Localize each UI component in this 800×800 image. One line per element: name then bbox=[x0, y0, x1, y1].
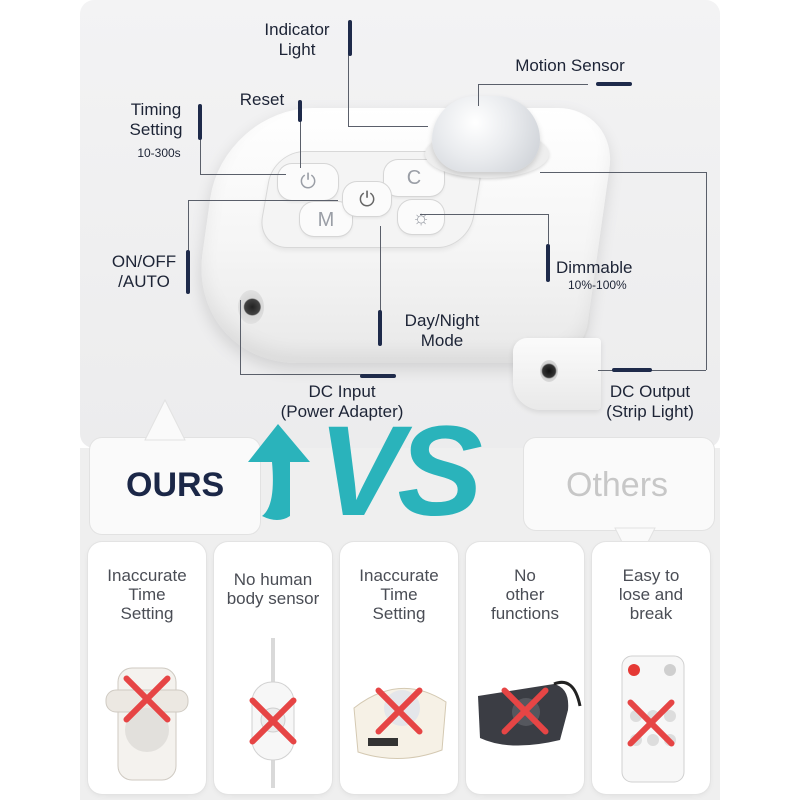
power-key: ⏻ bbox=[343, 182, 391, 216]
leader-dimmable-v bbox=[548, 214, 549, 244]
card-caption: Inaccurate Time Setting bbox=[107, 566, 187, 623]
leader-indicator bbox=[348, 30, 349, 126]
cross-icon bbox=[496, 682, 554, 740]
cross-icon bbox=[244, 692, 302, 750]
leader-dcout-v bbox=[706, 172, 707, 370]
tick-reset bbox=[298, 100, 302, 122]
label-day-night-mode: Day/Night Mode bbox=[404, 311, 480, 350]
leader-timing-h bbox=[200, 174, 286, 175]
ours-bubble bbox=[90, 438, 260, 534]
label-reset: Reset bbox=[239, 90, 285, 109]
label-motion-sensor: Motion Sensor bbox=[515, 56, 625, 75]
leader-motion-v bbox=[478, 84, 479, 106]
label-timing-range: 10-300s bbox=[137, 146, 181, 160]
dc-input-jack bbox=[238, 290, 264, 324]
vs-text: VS bbox=[318, 400, 483, 543]
leader-dcout bbox=[540, 172, 706, 173]
leader-daynight bbox=[380, 226, 381, 312]
compare-card: Easy to lose and break bbox=[592, 542, 710, 794]
leader-dcout-h bbox=[598, 370, 706, 371]
leader-onoff bbox=[188, 200, 189, 292]
card-caption: No human body sensor bbox=[226, 570, 320, 608]
compare-card: Inaccurate Time Setting bbox=[88, 542, 206, 794]
leader-reset bbox=[300, 108, 301, 168]
others-label: Others bbox=[566, 466, 669, 504]
label-indicator-light: Indicator Light bbox=[264, 20, 330, 59]
tick-dcin bbox=[360, 374, 396, 378]
up-arrow-icon bbox=[248, 424, 310, 520]
others-bubble bbox=[524, 438, 714, 530]
tick-motion bbox=[596, 82, 632, 86]
tick-dcout bbox=[612, 368, 652, 372]
leader-dimmable bbox=[420, 214, 548, 215]
cross-icon bbox=[622, 694, 680, 752]
leader-timing bbox=[200, 110, 201, 174]
tick-indicator bbox=[348, 20, 352, 56]
cross-icon bbox=[118, 670, 176, 728]
card-caption: No other functions bbox=[490, 566, 560, 623]
ours-bubble-tail bbox=[144, 398, 186, 441]
motion-sensor-dome bbox=[432, 96, 540, 172]
tick-dimmable bbox=[546, 244, 550, 282]
tick-timing bbox=[198, 104, 202, 140]
ours-label: OURS bbox=[126, 466, 225, 504]
label-dimmable-range: 10%-100% bbox=[568, 278, 627, 292]
label-timing-setting: Timing Setting bbox=[129, 100, 183, 139]
dc-output-jack bbox=[540, 360, 558, 382]
label-on-off-auto: ON/OFF /AUTO bbox=[111, 252, 177, 291]
leader-onoff-h bbox=[188, 200, 338, 201]
label-dc-input: DC Input (Power Adapter) bbox=[280, 382, 404, 421]
compare-card: Inaccurate Time Setting bbox=[340, 542, 458, 794]
label-dimmable: Dimmable bbox=[556, 258, 633, 277]
card-caption: Easy to lose and break bbox=[618, 566, 684, 623]
card-caption: Inaccurate Time Setting bbox=[359, 566, 439, 623]
compare-card: No other functions bbox=[466, 542, 584, 794]
leader-dcin bbox=[240, 300, 241, 374]
cross-icon bbox=[370, 682, 428, 740]
compare-card: No human body sensor bbox=[214, 542, 332, 794]
tick-daynight bbox=[378, 310, 382, 346]
timing-key: ⏻ bbox=[278, 164, 338, 200]
tick-onoff bbox=[186, 250, 190, 294]
leader-indicator-h bbox=[348, 126, 428, 127]
leader-motion bbox=[478, 84, 588, 85]
brightness-key: ☼ bbox=[398, 200, 444, 234]
leader-dcin-h bbox=[240, 374, 390, 375]
label-dc-output: DC Output (Strip Light) bbox=[606, 382, 694, 421]
